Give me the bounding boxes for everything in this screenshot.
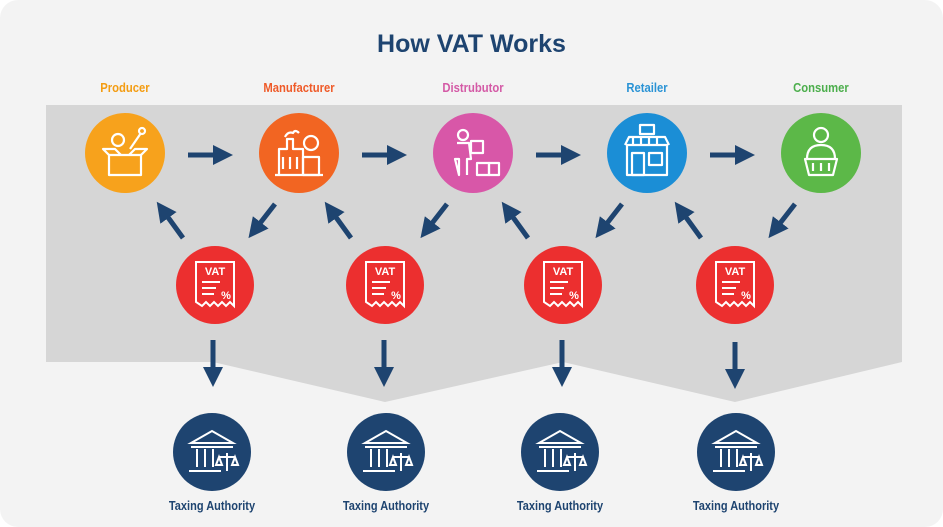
arrow-down-left-4 bbox=[768, 202, 797, 239]
delivery-worker-icon bbox=[453, 128, 501, 177]
stage-label-retailer: Retailer bbox=[626, 81, 668, 95]
taxing-authority-label-4: Taxing Authority bbox=[692, 499, 780, 513]
vat-text: VAT bbox=[205, 266, 226, 278]
vat-text: VAT bbox=[375, 266, 396, 278]
vat-receipt-icon: VAT % bbox=[365, 261, 405, 309]
government-building-icon bbox=[361, 429, 414, 472]
taxing-authority-circle-3 bbox=[521, 413, 599, 491]
percent-symbol: % bbox=[391, 290, 401, 302]
taxing-authority-label-1: Taxing Authority bbox=[168, 499, 256, 513]
percent-symbol: % bbox=[221, 290, 231, 302]
distributor-circle bbox=[433, 113, 513, 193]
retailer-circle bbox=[607, 113, 687, 193]
stage-label-distributor: Distrubutor bbox=[442, 81, 504, 95]
arrow-up-left-4 bbox=[674, 201, 704, 240]
taxing-authority-circle-4 bbox=[697, 413, 775, 491]
factory-icon bbox=[275, 129, 323, 177]
stage-label-producer: Producer bbox=[100, 81, 150, 95]
arrow-up-left-3 bbox=[501, 201, 531, 240]
vat-receipt-icon: VAT % bbox=[195, 261, 235, 309]
vat-receipt-4: VAT % bbox=[696, 246, 774, 324]
government-building-icon bbox=[187, 429, 240, 472]
taxing-authority-circle-2 bbox=[347, 413, 425, 491]
producer-circle bbox=[85, 113, 165, 193]
stage-label-consumer: Consumer bbox=[793, 81, 849, 95]
arrow-down-left-1 bbox=[248, 202, 277, 239]
arrow-up-left-1 bbox=[156, 201, 186, 240]
taxing-authority-label-3: Taxing Authority bbox=[516, 499, 604, 513]
government-building-icon bbox=[535, 429, 588, 472]
taxing-authority-label-2: Taxing Authority bbox=[342, 499, 430, 513]
arrow-up-left-2 bbox=[324, 201, 354, 240]
manufacturer-circle bbox=[259, 113, 339, 193]
vat-receipt-icon: VAT % bbox=[543, 261, 583, 309]
consumer-circle bbox=[781, 113, 861, 193]
stage-label-manufacturer: Manufacturer bbox=[263, 81, 335, 95]
vat-text: VAT bbox=[725, 266, 746, 278]
vat-receipt-1: VAT % bbox=[176, 246, 254, 324]
vat-receipt-icon: VAT % bbox=[715, 261, 755, 309]
arrow-down-left-2 bbox=[420, 202, 449, 239]
vat-receipt-3: VAT % bbox=[524, 246, 602, 324]
shopper-with-basket-icon bbox=[803, 126, 839, 177]
percent-symbol: % bbox=[741, 290, 751, 302]
vat-text: VAT bbox=[553, 266, 574, 278]
government-building-icon bbox=[711, 429, 764, 472]
box-with-tools-icon bbox=[101, 126, 149, 177]
arrow-down-left-3 bbox=[595, 202, 624, 239]
percent-symbol: % bbox=[569, 290, 579, 302]
vat-receipt-2: VAT % bbox=[346, 246, 424, 324]
page-title: How VAT Works bbox=[377, 30, 566, 58]
taxing-authority-circle-1 bbox=[173, 413, 251, 491]
storefront-icon bbox=[624, 123, 670, 177]
